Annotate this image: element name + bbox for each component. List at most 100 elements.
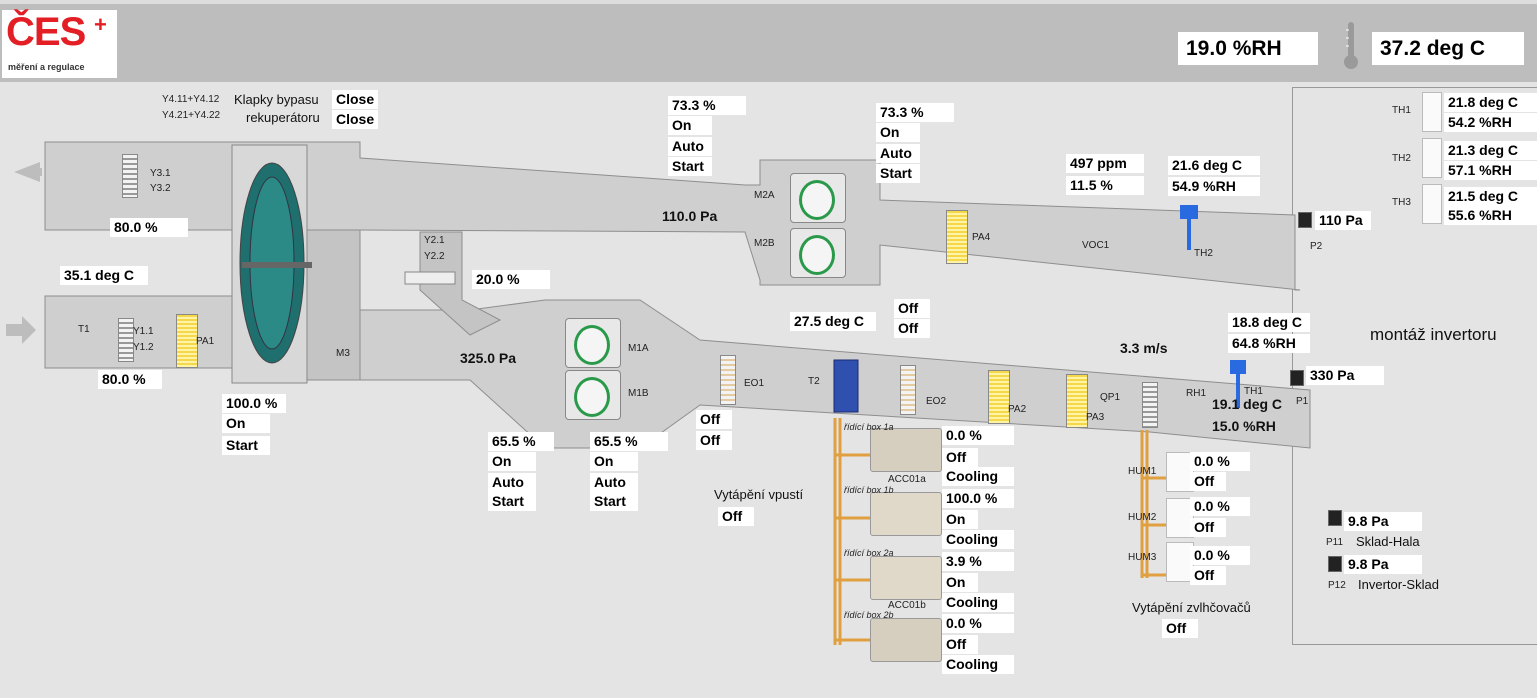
room-sensor-th1-temp: 21.8 deg C (1444, 93, 1537, 112)
damper-y1-position: 80.0 % (98, 370, 162, 389)
cooling-1b-mode: Cooling (942, 530, 1014, 549)
fan-m2b[interactable] (790, 228, 846, 278)
filter-pa2-label: PA2 (1008, 404, 1027, 415)
room-sensor-th2-label: TH2 (1392, 153, 1411, 164)
hum3-output: 0.0 % (1190, 546, 1250, 565)
heating-inlets-state: Off (718, 507, 754, 526)
hum2-label: HUM2 (1128, 512, 1157, 523)
fan-m2a-label: M2A (754, 190, 775, 201)
p12-value: 9.8 Pa (1344, 555, 1422, 574)
fan-m2a[interactable] (790, 173, 846, 223)
th1-temperature: 18.8 deg C (1228, 313, 1310, 332)
control-box-1a-label: řídící box 1a (844, 422, 894, 432)
room-sensor-th2-temp: 21.3 deg C (1444, 141, 1537, 160)
fan-m1a-label: M1A (628, 343, 649, 354)
fan-m1a-output: 65.5 % (488, 432, 554, 451)
rh1-label: RH1 (1186, 388, 1207, 399)
fan-m1b-mode[interactable]: Auto (590, 473, 638, 492)
voc1-percent-value: 11.5 % (1066, 176, 1144, 195)
th2-humidity: 54.9 %RH (1168, 177, 1260, 196)
bypass-label-line2: rekuperátoru (246, 110, 320, 125)
fan-m1a-mode[interactable]: Auto (488, 473, 536, 492)
damper-y3[interactable] (122, 154, 138, 198)
room-sensor-th3-label: TH3 (1392, 197, 1411, 208)
pressure-sensor-p11-icon (1328, 510, 1342, 526)
p1-label: P1 (1296, 396, 1309, 407)
p11-description: Sklad-Hala (1356, 534, 1420, 549)
room-sensor-th3-temp: 21.5 deg C (1444, 187, 1537, 206)
fan-m2a-command[interactable]: Start (668, 157, 712, 176)
heater-eo2-state-a: Off (894, 299, 930, 318)
room-sensor-th1-rh: 54.2 %RH (1444, 113, 1537, 132)
acc01b-label: ACC01b (888, 600, 926, 611)
cooling-2a-state: On (942, 573, 978, 592)
filter-pa3-label: PA3 (1086, 412, 1105, 423)
fan-m2b-command[interactable]: Start (876, 164, 920, 183)
pressure-sensor-p12-icon (1328, 556, 1342, 572)
p1-value: 330 Pa (1306, 366, 1384, 385)
damper-y1-2-label: Y1.2 (133, 342, 154, 353)
bypass-state-1[interactable]: Close (332, 90, 379, 109)
humidifier-hum2[interactable] (1166, 498, 1194, 538)
damper-qp1[interactable] (1142, 382, 1158, 428)
damper-y1[interactable] (118, 318, 134, 362)
pressure-sensor-p2-icon (1298, 212, 1312, 228)
rh1-humidity: 15.0 %RH (1212, 418, 1276, 434)
thermometer-icon (1344, 22, 1358, 70)
t1-temperature: 35.1 deg C (60, 266, 148, 285)
hum3-state: Off (1190, 566, 1226, 585)
p11-label: P11 (1326, 537, 1344, 548)
cooling-unit-2b[interactable] (870, 618, 942, 662)
heater-eo1-state-a: Off (696, 410, 732, 429)
humidifier-heating-state: Off (1162, 619, 1198, 638)
heater-eo2-label: EO2 (926, 396, 947, 407)
heater-eo1[interactable] (720, 355, 736, 405)
logo-plus-icon: + (94, 12, 107, 37)
logo-text: ČES (6, 10, 86, 54)
qp1-label: QP1 (1100, 392, 1121, 403)
fan-m1a[interactable] (565, 318, 621, 368)
cooling-unit-2a[interactable] (870, 556, 942, 600)
t2-label: T2 (808, 376, 820, 387)
bypass-state-2[interactable]: Close (332, 110, 379, 129)
fan-m1b-state: On (590, 452, 638, 471)
heater-eo1-label: EO1 (744, 378, 765, 389)
heater-eo2[interactable] (900, 365, 916, 415)
company-logo: ČES + měření a regulace (2, 10, 117, 78)
p11-value: 9.8 Pa (1344, 512, 1422, 531)
filter-pa1-label: PA1 (196, 336, 215, 347)
damper-y2-position: 20.0 % (472, 270, 550, 289)
room-sensor-th2-rh: 57.1 %RH (1444, 161, 1537, 180)
outdoor-humidity-value: 19.0 %RH (1178, 32, 1318, 65)
fan-m2b-state: On (876, 123, 920, 142)
fan-m1b-output: 65.5 % (590, 432, 668, 451)
fan-m2a-state: On (668, 116, 712, 135)
cooling-2a-output: 3.9 % (942, 552, 1014, 571)
cooling-unit-1a[interactable] (870, 428, 942, 472)
rotor-command[interactable]: Start (222, 436, 270, 455)
fan-m1a-state: On (488, 452, 536, 471)
th2-temperature: 21.6 deg C (1168, 156, 1260, 175)
fan-m1a-command[interactable]: Start (488, 492, 536, 511)
room-sensor-th1-label: TH1 (1392, 105, 1411, 116)
hum1-output: 0.0 % (1190, 452, 1250, 471)
outdoor-temperature-value: 37.2 deg C (1372, 32, 1524, 65)
hum1-state: Off (1190, 472, 1226, 491)
cooling-unit-1b[interactable] (870, 492, 942, 536)
y2-1-label: Y2.1 (424, 235, 445, 246)
damper-y3-2-label: Y3.2 (150, 183, 171, 194)
fan-m1b-command[interactable]: Start (590, 492, 638, 511)
heating-inlets-label: Vytápění vpustí (714, 487, 804, 502)
bypass-ids-top: Y4.11+Y4.12 (162, 94, 220, 105)
fan-m2b-label: M2B (754, 238, 775, 249)
fan-m2a-mode[interactable]: Auto (668, 137, 712, 156)
heater-eo1-state-b: Off (696, 431, 732, 450)
humidifier-heating-label: Vytápění zvlhčovačů (1132, 600, 1251, 615)
fan-m2-pressure: 110.0 Pa (662, 208, 718, 224)
acc01a-label: ACC01a (888, 474, 926, 485)
t1-label: T1 (78, 324, 90, 335)
fan-m2b-mode[interactable]: Auto (876, 144, 920, 163)
th1-label: TH1 (1244, 386, 1263, 397)
voc1-ppm-value: 497 ppm (1066, 154, 1144, 173)
fan-m1b[interactable] (565, 370, 621, 420)
